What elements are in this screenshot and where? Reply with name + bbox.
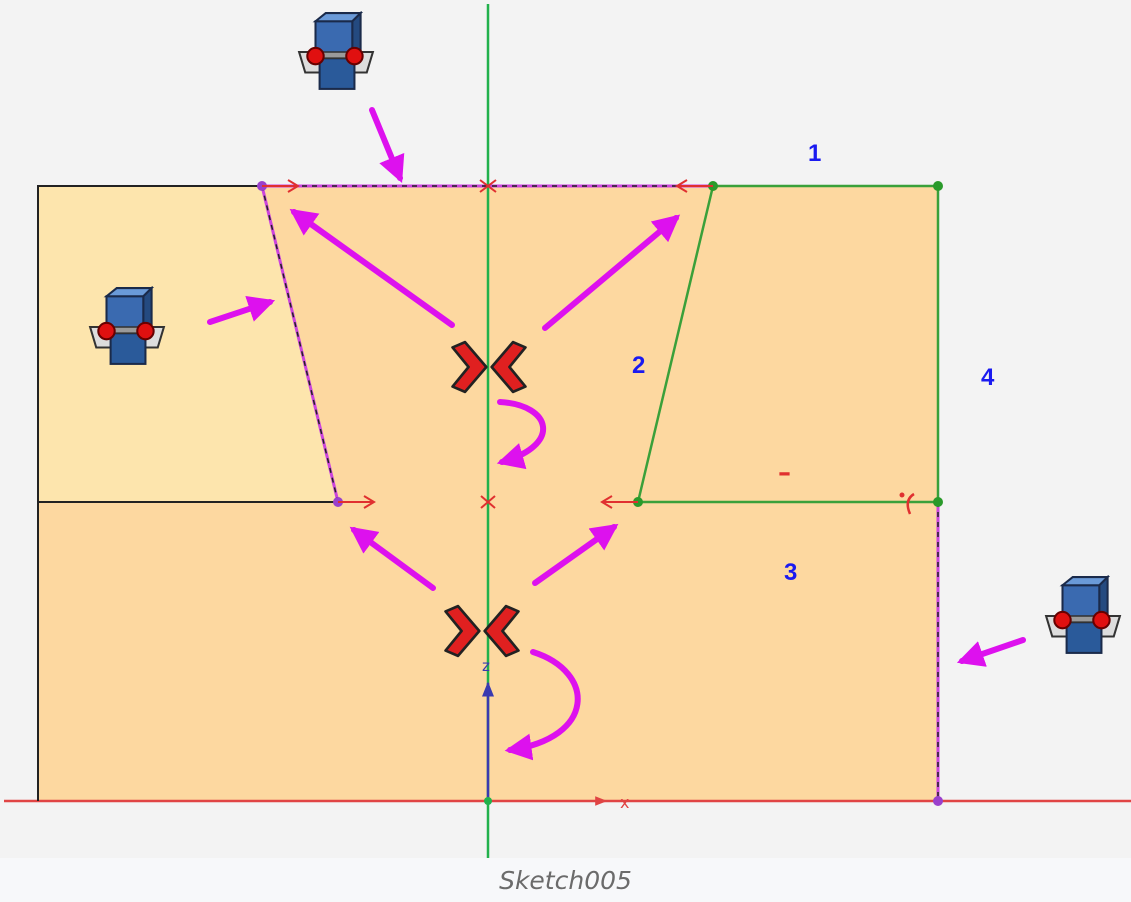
- annotation-arrow: [369, 107, 405, 183]
- perpendicular-icon[interactable]: [906, 492, 915, 515]
- edge-left-outline[interactable]: [37, 185, 262, 801]
- selected-edge-slant-left[interactable]: [260, 185, 340, 503]
- axis-z-label: z: [482, 657, 490, 675]
- perpendicular-dot: [899, 492, 905, 498]
- constraint-arrow-right[interactable]: [338, 495, 376, 509]
- vertex[interactable]: [933, 497, 943, 507]
- constraint-arrow-left[interactable]: [600, 495, 638, 509]
- region-label-2: 2: [632, 352, 645, 379]
- vertex[interactable]: [933, 181, 943, 191]
- region-label-1: 1: [808, 140, 821, 167]
- curved-arrow-icon: [504, 649, 581, 761]
- vertex[interactable]: [933, 796, 943, 806]
- region-label-3: 3: [784, 559, 797, 586]
- annotation-arrow: [532, 523, 619, 586]
- sketch-attachment-icon[interactable]: [1045, 575, 1121, 654]
- minus-sign: –: [778, 458, 791, 488]
- curved-arrow-icon: [496, 399, 547, 470]
- annotation-arrow: [207, 296, 276, 325]
- annotation-arrow: [349, 526, 436, 591]
- constraint-arrow-left[interactable]: [675, 179, 713, 193]
- edge-green-slant-right[interactable]: [636, 185, 715, 503]
- coincident-cross-icon[interactable]: [479, 179, 497, 193]
- coincident-cross-icon[interactable]: [480, 495, 496, 509]
- sketch-caption: Sketch005: [499, 865, 632, 895]
- annotation-arrow: [542, 214, 681, 331]
- annotation-arrow: [289, 208, 455, 328]
- annotation-arrow: [956, 637, 1026, 667]
- origin-point[interactable]: [484, 797, 492, 805]
- region-label-4: 4: [981, 364, 995, 391]
- axis-x-label: x: [620, 793, 629, 812]
- sketch-attachment-icon[interactable]: [298, 11, 374, 90]
- constraint-arrow-right[interactable]: [262, 179, 300, 193]
- sketch-canvas[interactable]: x z: [0, 0, 1131, 858]
